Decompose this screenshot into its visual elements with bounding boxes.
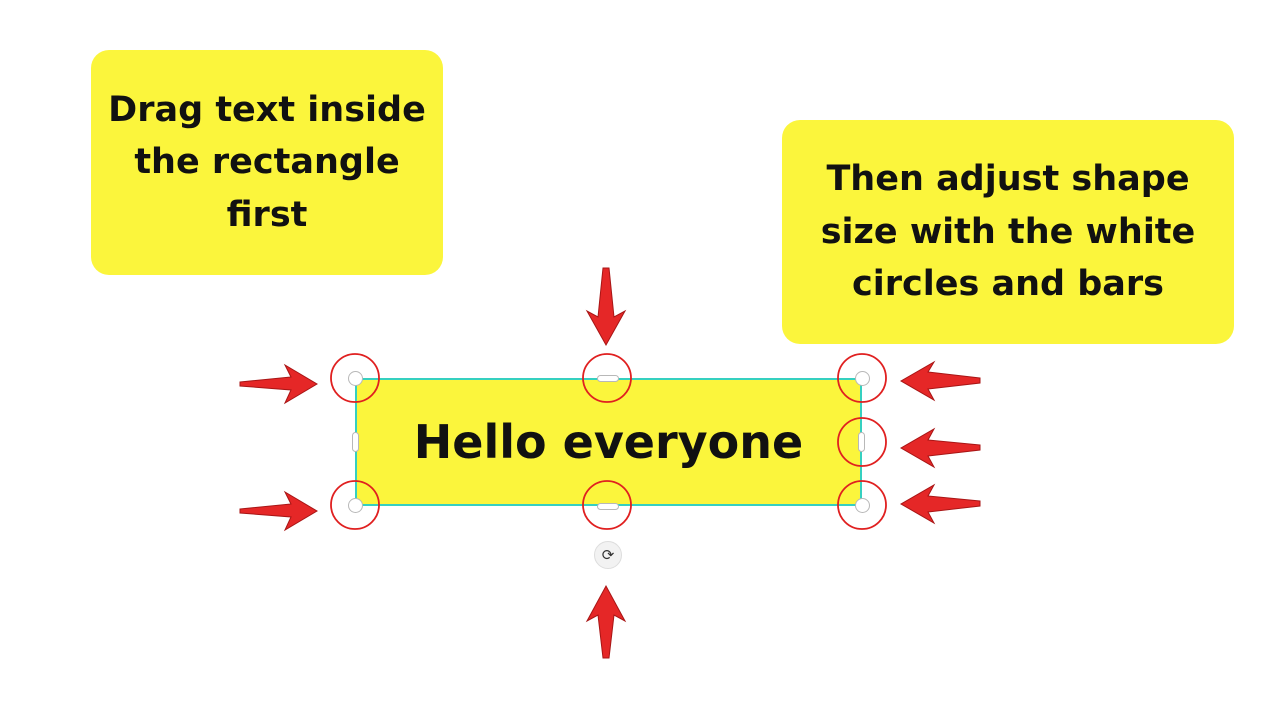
rotate-icon: ⟳ — [601, 545, 615, 564]
resize-bar-left[interactable] — [352, 432, 359, 452]
arrow-left-icon — [899, 483, 981, 525]
arrow-down-icon — [585, 267, 627, 347]
shape-text[interactable]: Hello everyone — [413, 415, 804, 469]
instruction-note-left: Drag text inside the rectangle first — [91, 50, 443, 275]
rotate-handle[interactable]: ⟳ — [594, 541, 622, 569]
arrow-left-icon — [899, 427, 981, 469]
arrow-right-icon — [239, 363, 318, 405]
arrow-right-icon — [239, 490, 318, 532]
resize-handle-top-right[interactable] — [855, 371, 870, 386]
resize-bar-top[interactable] — [597, 375, 619, 382]
resize-bar-right[interactable] — [858, 432, 865, 452]
resize-handle-bottom-right[interactable] — [855, 498, 870, 513]
resize-handle-bottom-left[interactable] — [348, 498, 363, 513]
arrow-up-icon — [585, 584, 627, 659]
rectangle-shape[interactable]: Hello everyone — [355, 378, 862, 506]
arrow-left-icon — [899, 360, 981, 402]
resize-bar-bottom[interactable] — [597, 503, 619, 510]
instruction-text-right: Then adjust shape size with the white ci… — [820, 159, 1196, 305]
instruction-note-right: Then adjust shape size with the white ci… — [782, 120, 1234, 344]
instruction-text-left: Drag text inside the rectangle first — [108, 89, 426, 235]
resize-handle-top-left[interactable] — [348, 371, 363, 386]
